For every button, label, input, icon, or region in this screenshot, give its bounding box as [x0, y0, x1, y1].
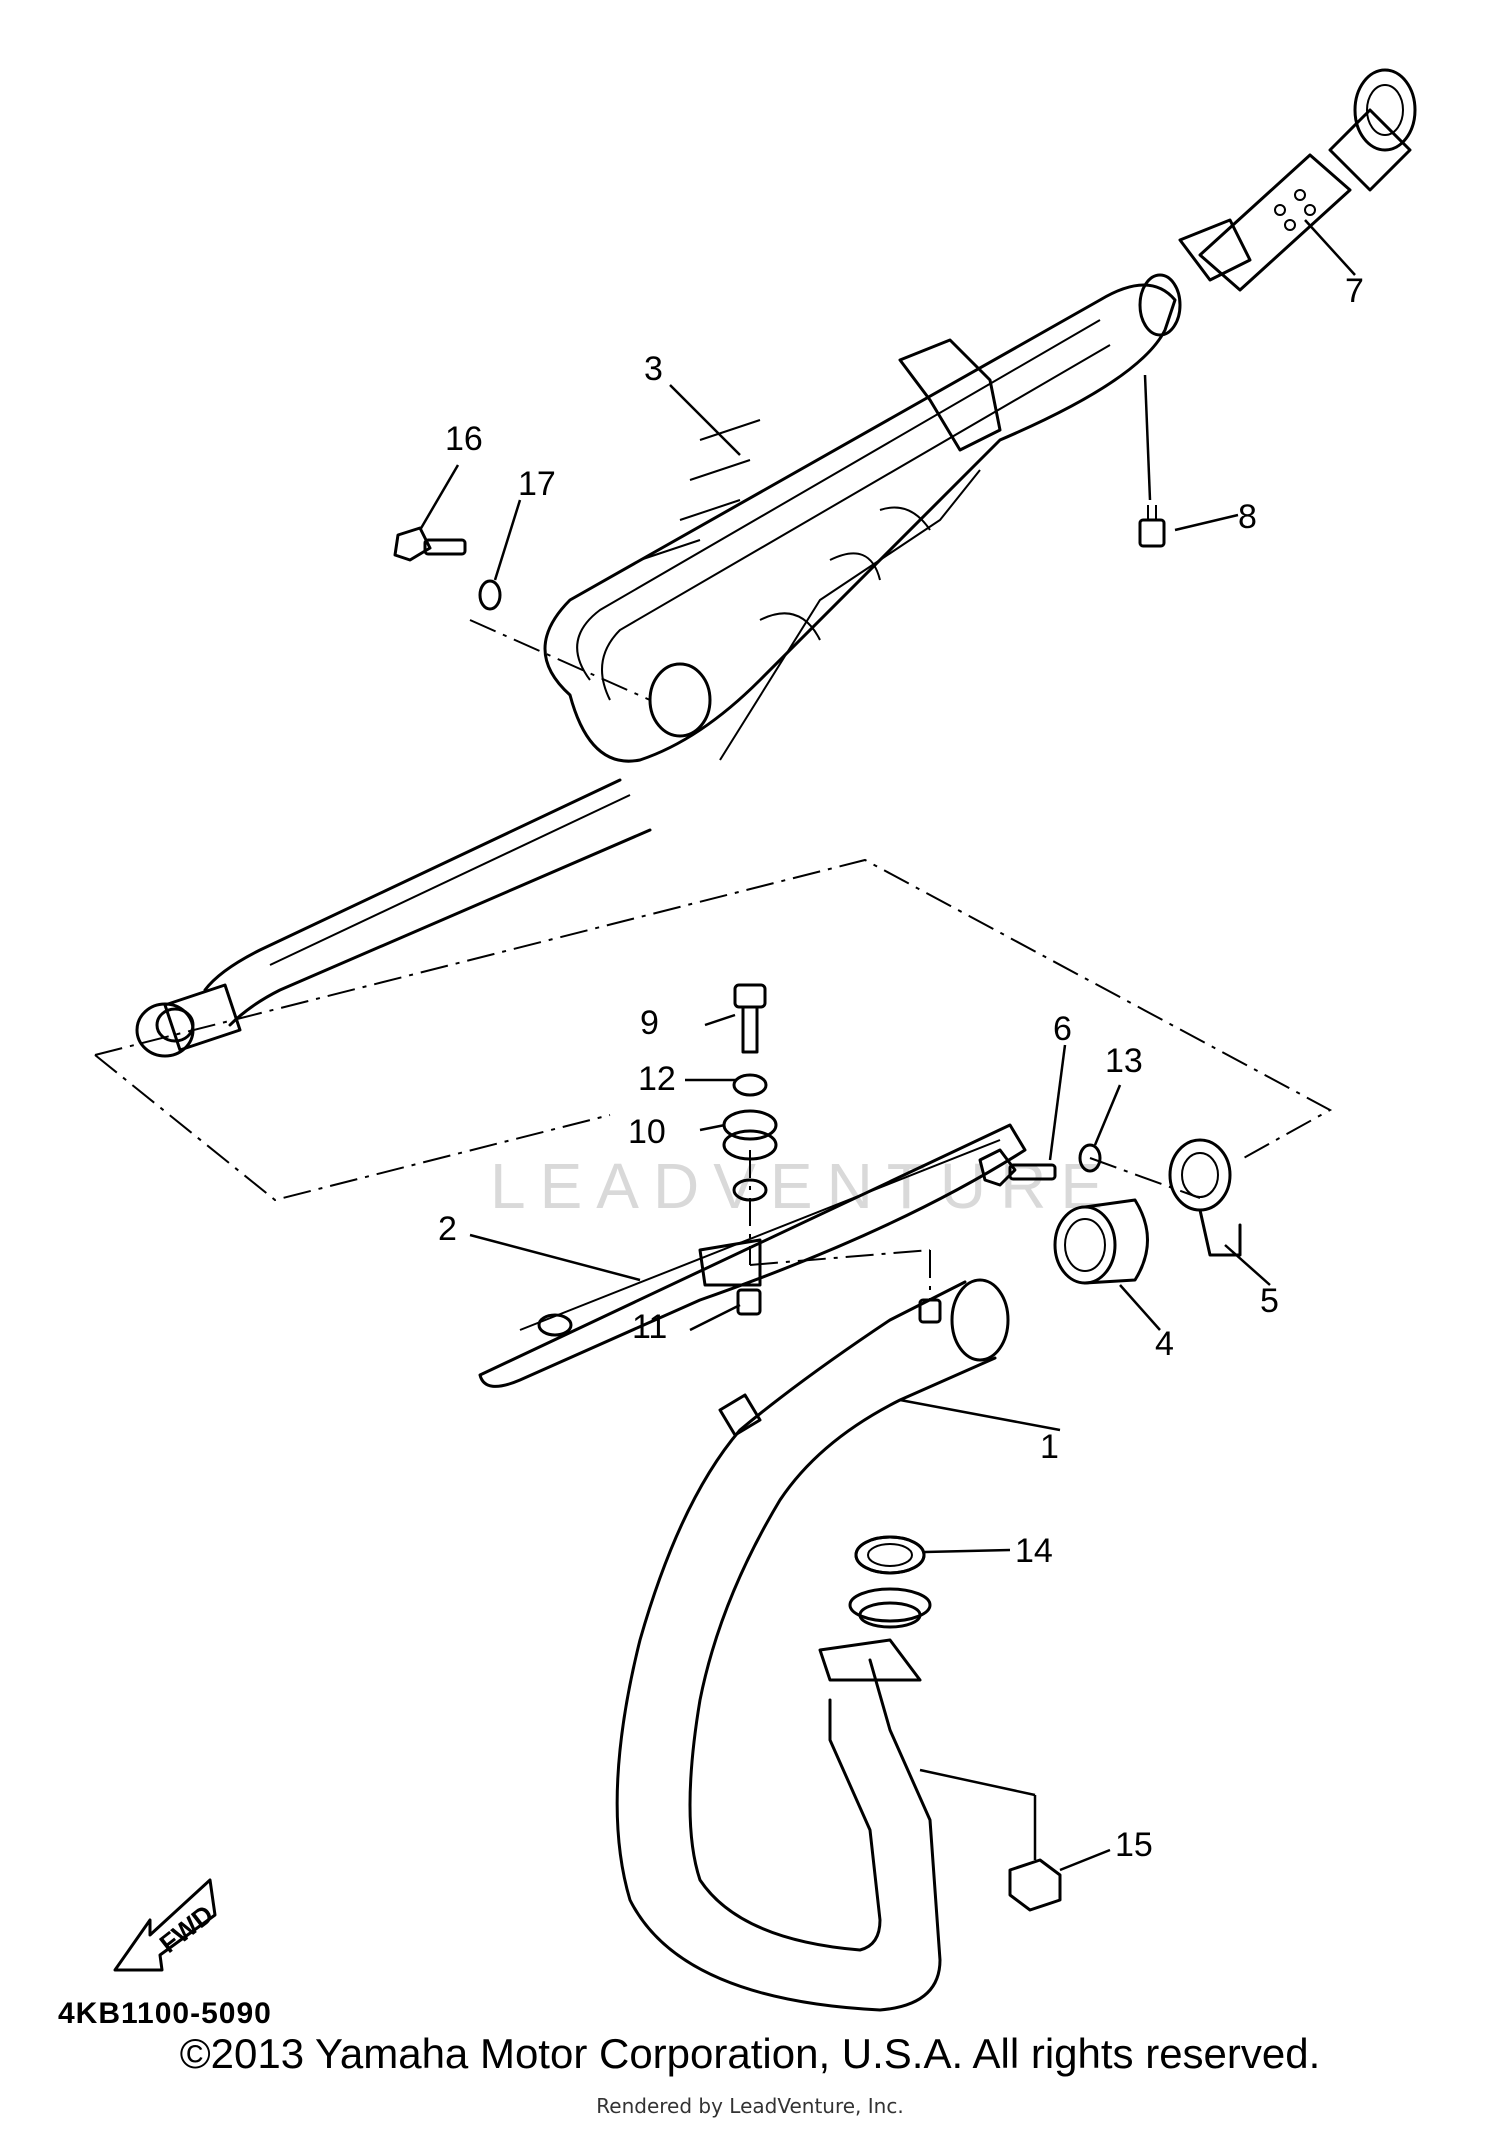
nut-part-11 — [736, 1288, 762, 1316]
leader-lines — [418, 219, 1356, 1872]
washer-part-17 — [478, 579, 502, 611]
callout-3: 3 — [644, 350, 663, 388]
spark-arrester-part-7 — [1178, 68, 1417, 292]
callout-10: 10 — [628, 1113, 666, 1151]
callout-5: 5 — [1260, 1282, 1279, 1320]
fwd-label: FWD — [154, 1899, 219, 1959]
callout-7: 7 — [1345, 272, 1364, 310]
heat-guard-part-2 — [478, 1123, 1027, 1388]
callout-1: 1 — [1040, 1428, 1059, 1466]
sleeve-part-4 — [1053, 1198, 1149, 1285]
bolt-part-6 — [978, 1148, 1057, 1187]
bolt-part-8 — [1138, 505, 1166, 548]
callout-13: 13 — [1105, 1042, 1143, 1080]
nut-part-15 — [1008, 1858, 1062, 1912]
callout-12: 12 — [638, 1060, 676, 1098]
copyright-text: ©2013 Yamaha Motor Corporation, U.S.A. A… — [179, 2030, 1321, 2077]
callout-4: 4 — [1155, 1325, 1174, 1363]
muffler-part-3 — [135, 273, 1182, 1058]
gasket-part-14 — [854, 1535, 926, 1575]
callout-17: 17 — [518, 465, 556, 503]
washer-part-12 — [732, 1073, 768, 1097]
washer-part-13 — [1078, 1143, 1102, 1173]
clamp-part-5 — [1168, 1138, 1242, 1257]
callout-6: 6 — [1053, 1010, 1072, 1048]
bolt-part-16 — [393, 526, 467, 562]
callout-14: 14 — [1015, 1532, 1053, 1570]
exhaust-pipe-part-1 — [615, 1278, 1010, 2012]
callout-15: 15 — [1115, 1826, 1153, 1864]
watermark-text: LEADVENTURE — [490, 1150, 1117, 1222]
callout-2: 2 — [438, 1210, 457, 1248]
bolt-part-9 — [733, 983, 767, 1054]
part-number-code: 4KB1100-5090 — [58, 1997, 272, 2030]
callout-11: 11 — [632, 1308, 667, 1346]
assembly-outline — [94, 619, 1333, 1300]
callout-8: 8 — [1238, 498, 1257, 536]
callout-16: 16 — [445, 420, 483, 458]
callout-9: 9 — [640, 1004, 659, 1042]
rendered-by-text: Rendered by LeadVenture, Inc. — [596, 2094, 904, 2118]
callout-labels: 1 2 3 4 5 6 7 8 9 10 11 12 13 14 15 16 1… — [438, 272, 1364, 1864]
fwd-arrow-icon: FWD — [113, 1878, 219, 1972]
